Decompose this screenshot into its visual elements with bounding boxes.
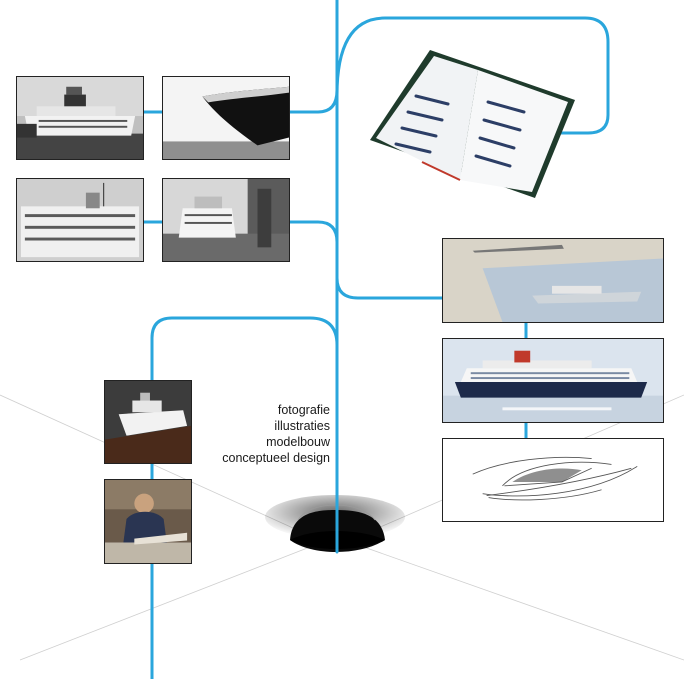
hole-shape [265,495,405,552]
photo-model-builder[interactable] [104,479,192,564]
photo-yacht-sketch[interactable] [442,438,664,522]
tagline-modelbouw: modelbouw [222,434,330,450]
catalog-book-image [360,40,590,200]
photo-ship-deck-grayscale[interactable] [16,178,144,262]
cruise-ship-harbor-image [17,77,143,159]
ship-deck-image [17,179,143,261]
tagline-conceptueel-design: conceptueel design [222,450,330,466]
yacht-sketch-image [443,439,663,521]
photo-open-catalog-book[interactable] [360,40,590,200]
photo-cruise-ship-harbor[interactable] [16,76,144,160]
ship-illustration-image [443,339,663,422]
tagline-fotografie: fotografie [222,402,330,418]
model-builder-image [105,480,191,563]
photo-ship-in-dock[interactable] [162,178,290,262]
tagline-illustraties: illustraties [222,418,330,434]
photo-ship-model-base[interactable] [104,380,192,464]
ship-model-table-image [443,239,663,322]
photo-ship-bow-grayscale[interactable] [162,76,290,160]
photo-ship-model-on-table[interactable] [442,238,664,323]
ship-in-dock-image [163,179,289,261]
ship-bow-image [163,77,289,159]
ship-model-base-image [105,381,191,463]
services-tagline: fotografie illustraties modelbouw concep… [222,402,330,466]
photo-ship-illustration[interactable] [442,338,664,423]
